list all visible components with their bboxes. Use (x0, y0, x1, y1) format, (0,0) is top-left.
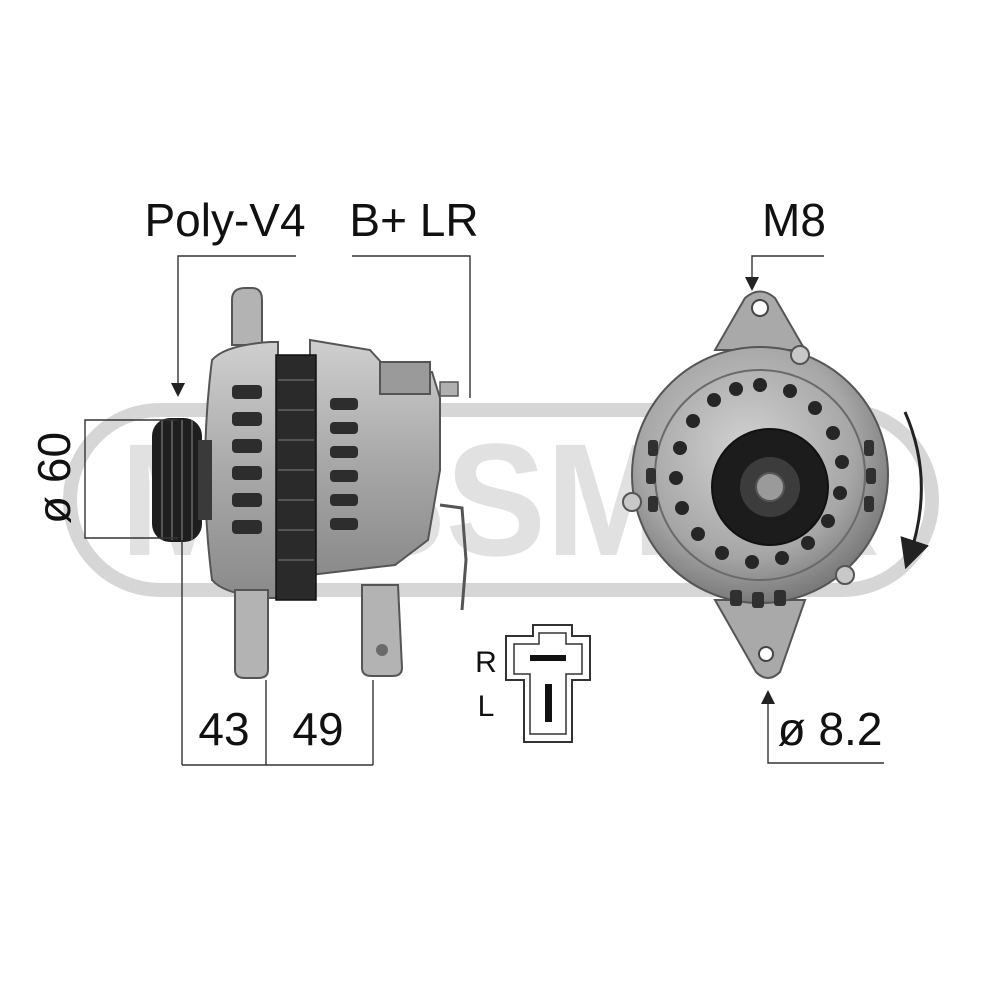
top-mount-ear (231, 287, 263, 346)
bottom-lug (713, 599, 807, 679)
bottom-mount-ear-rear (361, 584, 404, 677)
top-lug (713, 290, 807, 351)
terminal-callout: B+ LR (349, 194, 479, 398)
rotation-arrow (900, 411, 929, 570)
hole-diameter-callout: ø 8.2 (761, 690, 884, 764)
diameter-dimension: ø 60 (28, 419, 178, 539)
pin-l (545, 684, 552, 722)
mount-hole-rear (376, 644, 388, 656)
connector-outline (505, 624, 591, 743)
alternator-front-view (622, 290, 929, 679)
pin-l-label: L (478, 690, 495, 723)
outer-fins (646, 440, 876, 608)
pulley-callout: Poly-V4 (144, 194, 306, 397)
top-lug-hole (751, 299, 769, 317)
connector-plug: R L (475, 624, 591, 743)
pin-r-label: R (475, 646, 497, 679)
shaft-nut (755, 472, 785, 502)
wire-lead (439, 503, 468, 611)
rear-vent-slots (330, 398, 358, 530)
dim-right-label: 49 (292, 703, 343, 755)
length-dimensions: 43 49 (181, 540, 374, 766)
vent-holes (669, 378, 849, 569)
dim-left-label: 43 (198, 703, 249, 755)
terminal-label: B+ LR (349, 194, 478, 246)
terminal-block (379, 361, 431, 395)
alternator-side-view (152, 287, 468, 679)
pulley (152, 418, 212, 542)
stator-band (275, 354, 317, 601)
front-vent-slots (232, 385, 262, 534)
diameter-label: ø 60 (28, 432, 80, 524)
pin-r (530, 655, 566, 661)
mount-thread-label: M8 (762, 194, 826, 246)
bottom-mount-ear-front (234, 589, 269, 679)
watermark-frame (63, 403, 939, 597)
mount-thread-callout: M8 (745, 194, 826, 291)
bottom-lug-hole (758, 646, 774, 662)
housing-screws (622, 345, 855, 585)
pulley-label: Poly-V4 (144, 194, 305, 246)
terminal-stud (439, 381, 459, 397)
stator-fins (278, 379, 314, 561)
hole-diameter-label: ø 8.2 (778, 703, 883, 755)
